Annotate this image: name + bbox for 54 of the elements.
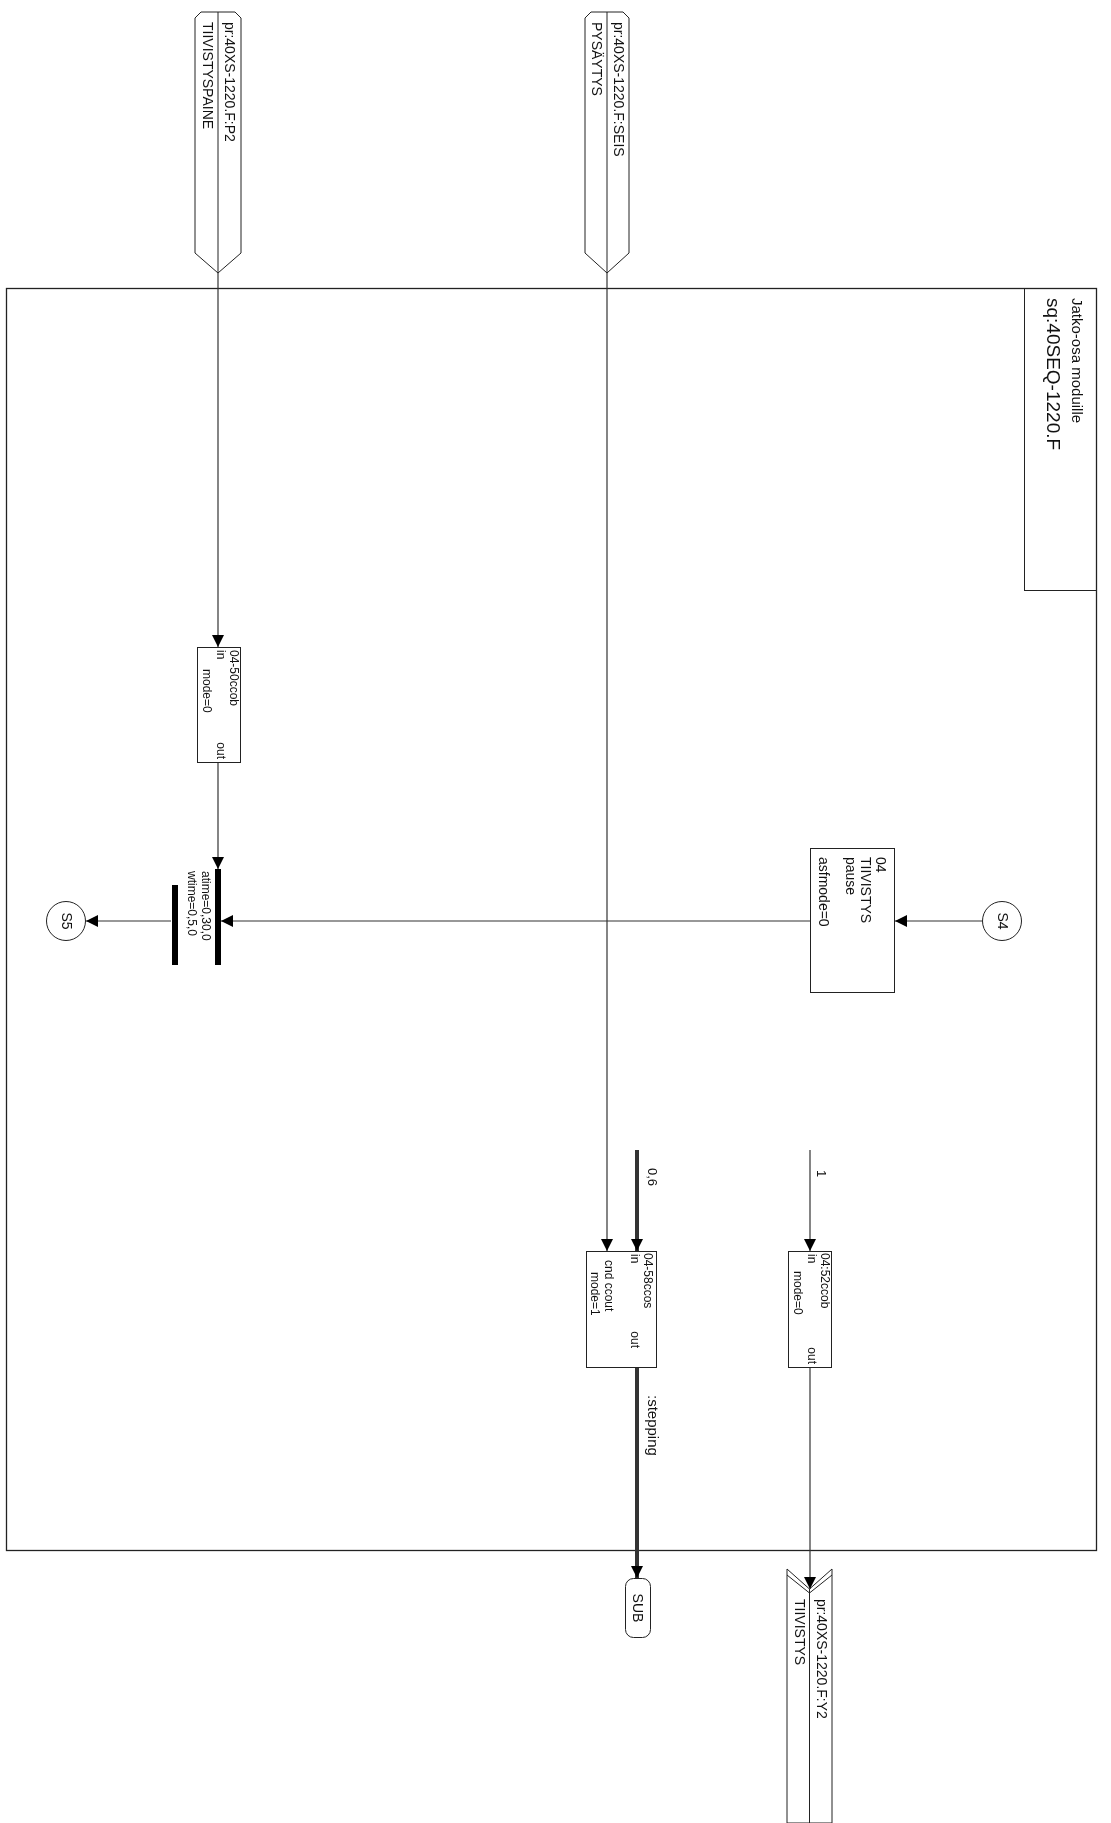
node-label: TIIVISTYSPAINE [199,22,215,130]
function-block [197,647,241,763]
node-label: 04:52ccob [817,1253,831,1309]
node-label: 04-58ccos [640,1253,654,1309]
node-label: SUB [629,1592,645,1625]
node-label: TIIVISTYS [791,1599,807,1666]
node-label: 04-50ccob [226,650,240,707]
arrow [220,915,811,927]
terminal-box [625,1578,651,1638]
node-label: TIIVISTYS [857,857,873,924]
function-block [586,1251,657,1368]
arrow [631,1150,643,1251]
frame-title: Jatko-osa moduille [1068,298,1085,424]
node-label: wtime=0,5,0 [184,871,198,937]
frame-title: sq:40SEQ-1220.F [1042,298,1063,451]
edge-label: :stepping [644,1395,661,1456]
step-block [810,848,895,993]
arrow [804,1149,816,1252]
node-label: pause [842,857,858,896]
arrow [894,915,983,927]
node-label: pr:40XS-1220.F:P2 [221,22,237,142]
node-label: in [213,650,227,660]
node-label: out [804,1347,818,1364]
node-label: mode=1 [587,1272,601,1316]
node-label: 04 [872,857,888,873]
node-label: atime=0,30,0 [198,871,212,941]
node-label: cnd ccout [601,1260,615,1312]
step-connector [982,901,1022,941]
node-label: mode=0 [199,669,213,713]
input-connector [195,12,241,273]
node-label: out [627,1331,641,1348]
arrow [85,915,172,927]
node-label: pr:40XS-1220.F:Y2 [813,1599,829,1719]
node-label: in [627,1254,641,1264]
arrow [631,1368,643,1578]
arrow [212,272,224,648]
node-label: asfmode=0 [815,857,831,927]
step-connector [46,901,86,941]
module-frame [6,288,1097,1551]
arrow [212,762,224,870]
transition-bar [171,869,221,968]
edge-label: 0,6 [644,1168,659,1187]
output-connector [787,1569,832,1823]
arrow [601,272,613,1252]
node-label: mode=0 [790,1271,804,1315]
input-connector [585,12,629,273]
node-label: pr:40XS-1220.F:SEIS [610,22,626,157]
node-label: out [213,742,227,759]
node-label: in [804,1254,818,1264]
step-label: S5 [58,911,74,932]
function-block [788,1251,832,1368]
node-label: PYSÄYTYS [588,22,604,96]
step-label: S4 [994,911,1010,932]
arrow [804,1367,816,1590]
